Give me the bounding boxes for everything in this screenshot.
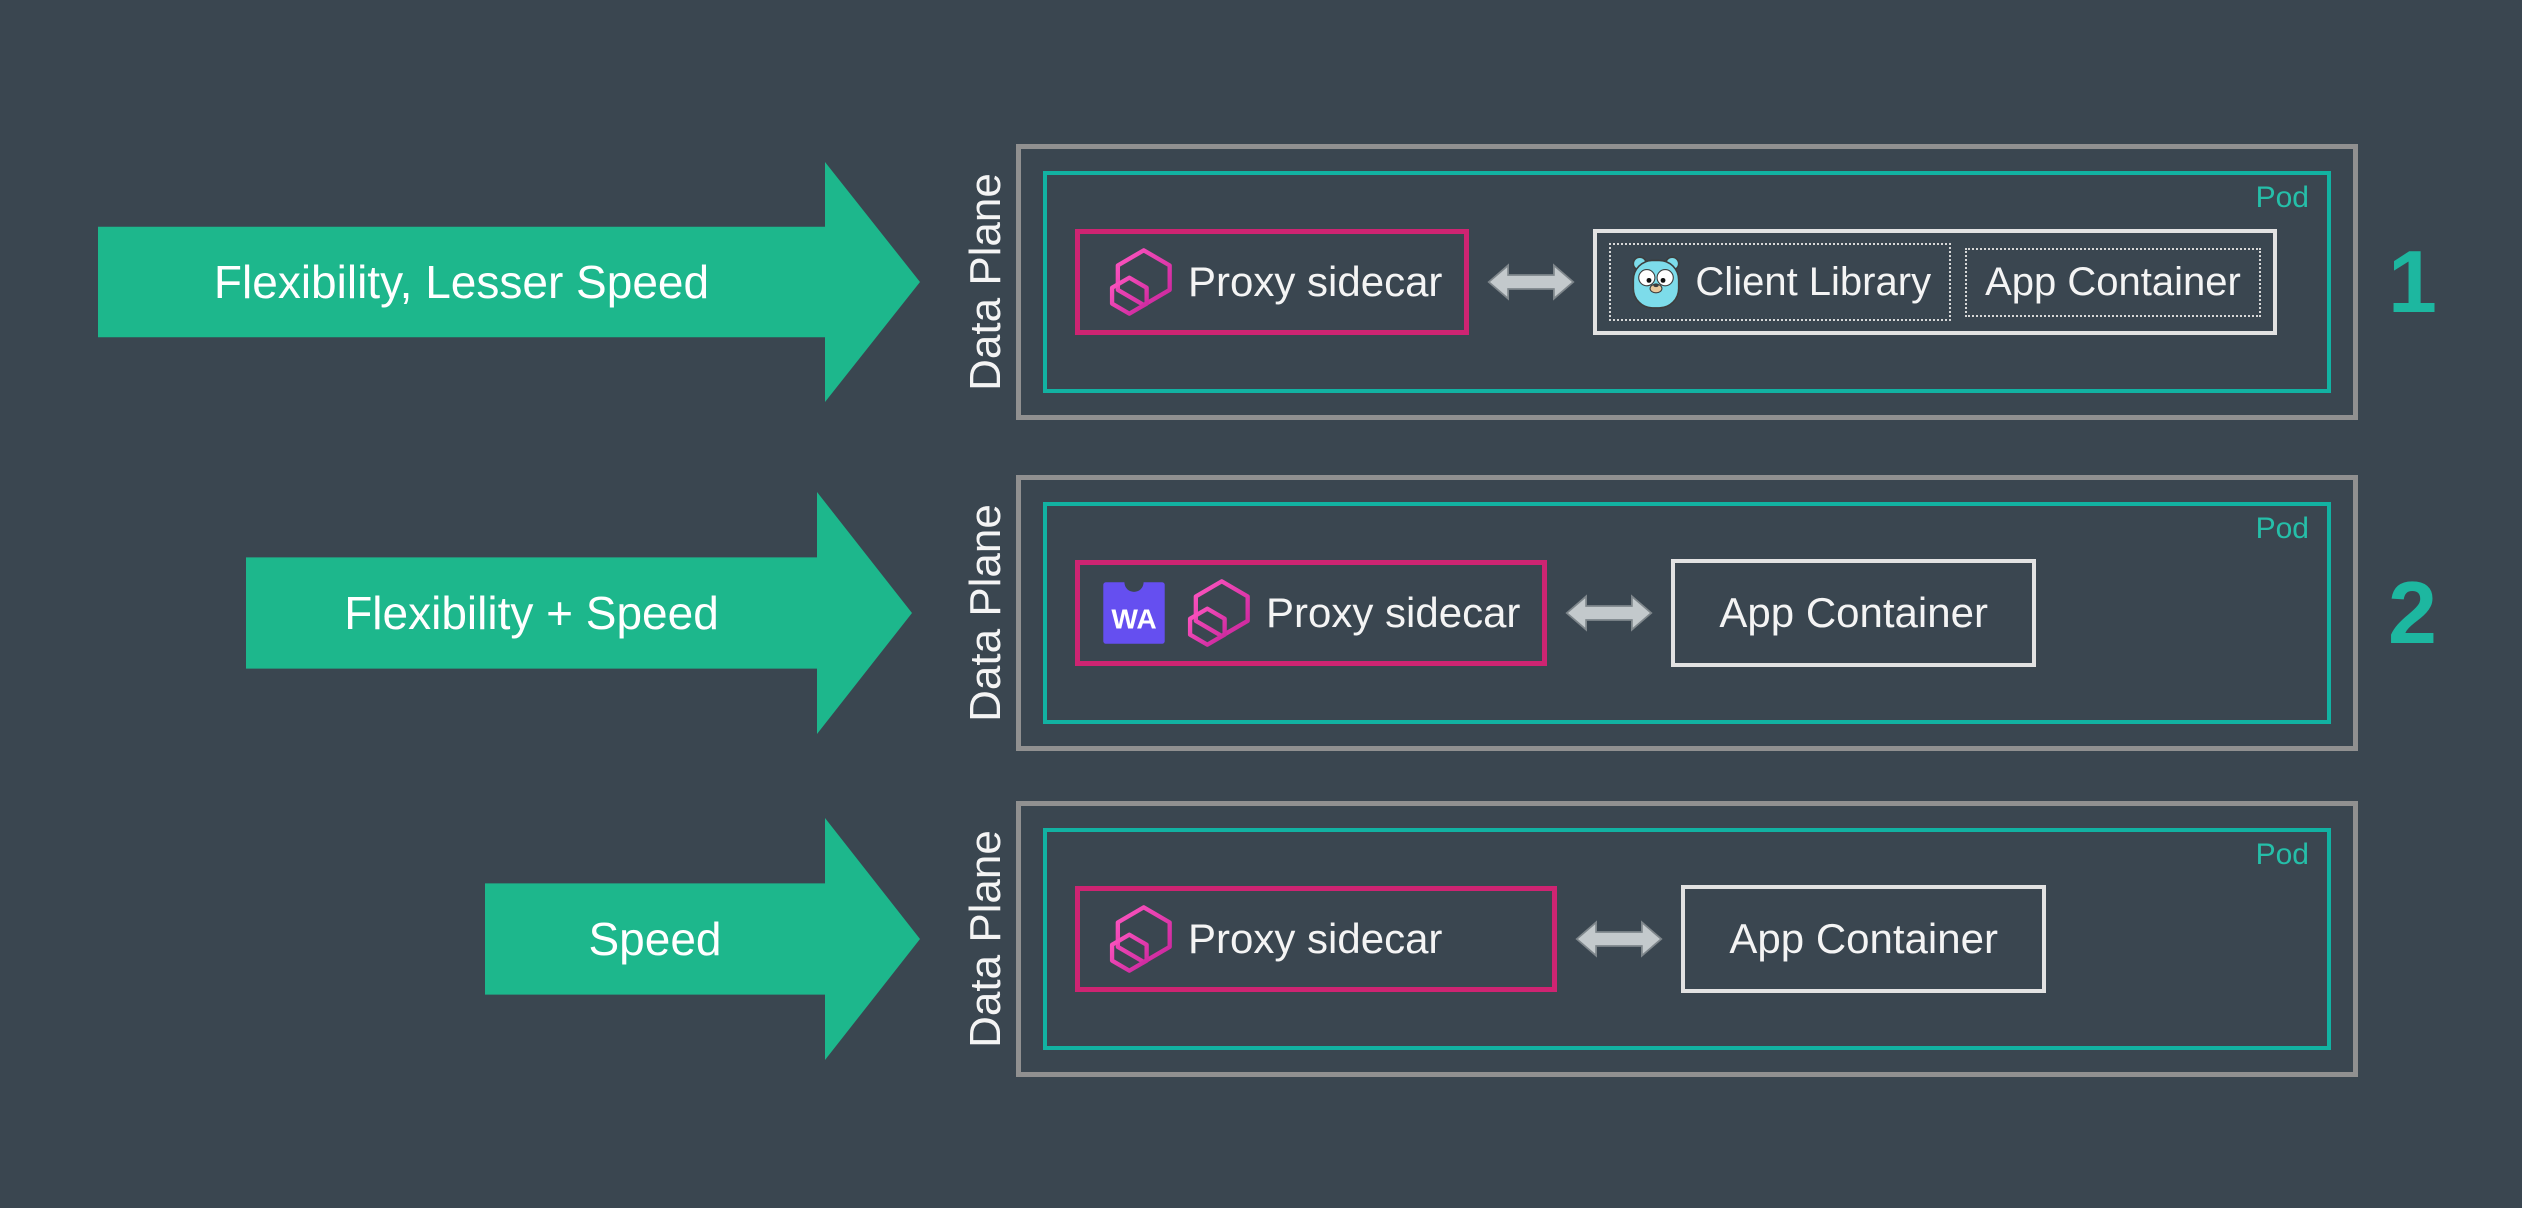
row-number: 2 (2388, 563, 2437, 662)
app-container-label: App Container (1729, 915, 1998, 962)
data-plane-label: Data Plane (961, 173, 1010, 391)
proxy-sidecar-box: Proxy sidecar (1075, 886, 1558, 992)
pod-content: WA Proxy sidecar (1075, 559, 2036, 667)
arrow-flexibility-lesser-speed: Flexibility, Lesser Speed (98, 162, 920, 402)
arrow-label: Speed (588, 913, 722, 965)
pod-content: Proxy sidecar (1075, 229, 2277, 335)
pod-label: Pod (2255, 512, 2309, 545)
node-box: Pod Proxy sidecar (1016, 144, 2358, 420)
data-plane-label: Data Plane (961, 504, 1010, 722)
proxy-sidecar-box: WA Proxy sidecar (1075, 560, 1548, 666)
app-container-label: App Container (1985, 259, 2241, 304)
app-container-box: App Container (1965, 247, 2261, 317)
webassembly-icon-text: WA (1111, 603, 1156, 634)
bidirectional-arrow-icon (1487, 263, 1576, 301)
app-group-box: Client Library App Container (1593, 229, 2277, 335)
proxy-sidecar-box: Proxy sidecar (1075, 229, 1470, 335)
proxy-sidecar-label: Proxy sidecar (1188, 258, 1443, 305)
bidirectional-arrow-icon (1565, 594, 1654, 632)
envoy-proxy-icon (1187, 579, 1250, 647)
row-number: 1 (2388, 232, 2437, 331)
webassembly-icon: WA (1103, 581, 1165, 644)
envoy-proxy-icon (1109, 248, 1172, 316)
app-container-label: App Container (1719, 589, 1988, 636)
app-container-box: App Container (1681, 885, 2046, 993)
bidirectional-arrow-icon (1575, 920, 1664, 958)
pod-box: Pod Proxy sidecar (1043, 828, 2331, 1050)
pod-content: Proxy sidecar App Container (1075, 885, 2046, 993)
pod-box: Pod WA P (1043, 502, 2331, 724)
proxy-sidecar-label: Proxy sidecar (1188, 915, 1443, 962)
pod-box: Pod Proxy sidecar (1043, 171, 2331, 393)
row-speed: Speed Data Plane Pod Proxy sidecar (0, 801, 2522, 1077)
node-box: Pod Proxy sidecar (1016, 801, 2358, 1077)
proxy-sidecar-label: Proxy sidecar (1266, 589, 1521, 636)
arrow-speed: Speed (485, 818, 920, 1060)
arrow-flexibility-plus-speed: Flexibility + Speed (246, 492, 912, 734)
pod-label: Pod (2255, 181, 2309, 214)
pod-label: Pod (2255, 838, 2309, 871)
arrow-label: Flexibility, Lesser Speed (213, 256, 710, 308)
app-container-box: App Container (1671, 559, 2036, 667)
row-flexibility-lesser-speed: Flexibility, Lesser Speed Data Plane Pod… (0, 144, 2522, 420)
client-library-box: Client Library (1609, 243, 1952, 321)
go-gopher-icon (1632, 256, 1680, 309)
arrow-label: Flexibility + Speed (344, 587, 719, 639)
client-library-label: Client Library (1695, 259, 1932, 304)
row-flexibility-plus-speed: Flexibility + Speed Data Plane Pod WA (0, 475, 2522, 751)
envoy-proxy-icon (1109, 905, 1172, 973)
node-box: Pod WA P (1016, 475, 2358, 751)
data-plane-label: Data Plane (961, 830, 1010, 1048)
